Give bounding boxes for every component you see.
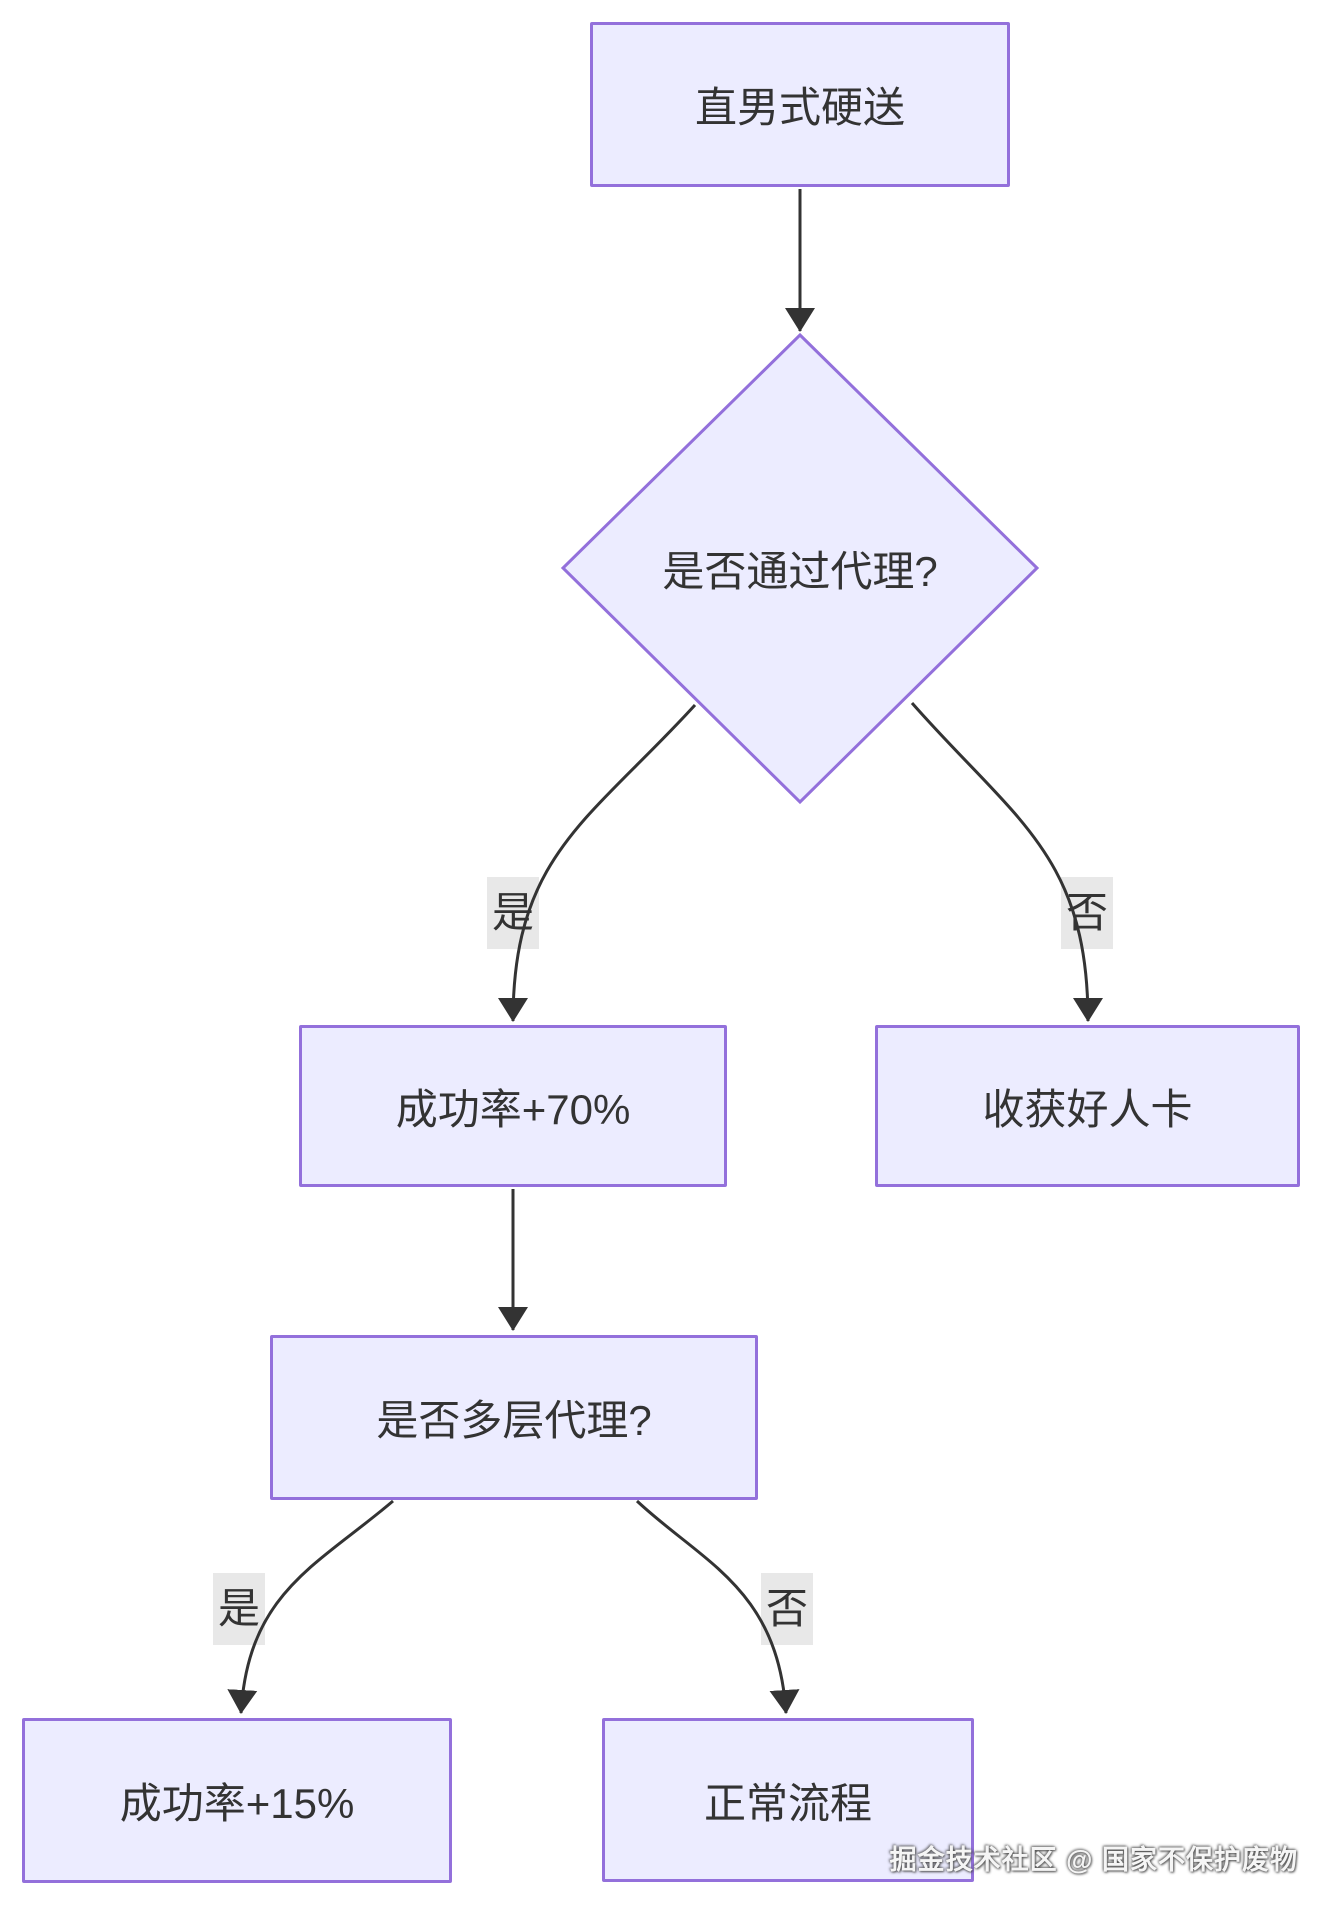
node-success-70-label: 成功率+70% (395, 1085, 631, 1133)
node-proxy-decision: 是否通过代理? (600, 518, 1000, 618)
node-success-15-label: 成功率+15% (119, 1780, 355, 1827)
edge-multidecision-yes (227, 1499, 394, 1714)
node-good-person-card: 收获好人卡 (875, 1025, 1300, 1187)
edge-multidecision-no (635, 1499, 800, 1714)
node-success-15: 成功率+15% (22, 1718, 452, 1883)
edge-label-no-2: 否 (760, 1573, 814, 1645)
node-normal-flow-label: 正常流程 (703, 1779, 872, 1827)
node-normal-flow: 正常流程 (602, 1718, 974, 1882)
edge-label-yes-2: 是 (212, 1573, 266, 1645)
node-multi-proxy-decision: 是否多层代理? (270, 1335, 758, 1500)
watermark: 掘金技术社区 @ 国家不保护废物 (889, 1845, 1298, 1875)
node-multi-proxy-decision-label: 是否多层代理? (376, 1397, 652, 1444)
node-start: 直男式硬送 (590, 22, 1010, 187)
decision-diamond-shape (560, 332, 1040, 805)
edge-label-no-1: 否 (1060, 877, 1114, 949)
node-proxy-decision-label: 是否通过代理? (662, 547, 938, 595)
node-start-label: 直男式硬送 (694, 84, 905, 131)
node-success-70: 成功率+70% (299, 1025, 727, 1187)
edge-decision-no (910, 702, 1103, 1022)
node-good-person-card-label: 收获好人卡 (982, 1085, 1193, 1133)
edge-decision-yes (498, 703, 697, 1022)
